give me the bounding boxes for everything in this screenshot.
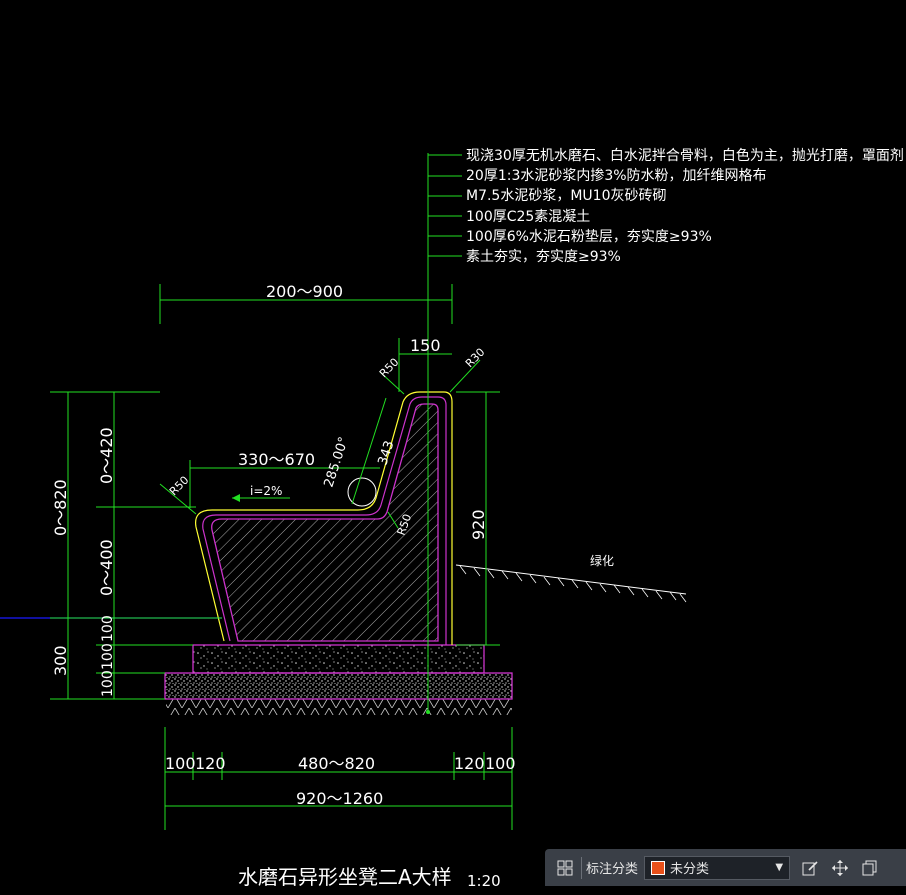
dim-left-base: 300 [51,645,70,676]
soil-hatch [166,699,512,715]
green-label: 绿化 [590,553,614,568]
copy-icon[interactable] [858,856,882,880]
chevron-down-icon: ▼ [775,862,784,873]
annotation-toolbar: 标注分类 未分类 ▼ [545,849,906,886]
move-icon[interactable] [828,856,852,880]
dim-left-100-c: 100 [100,670,116,697]
dim-bottom-mid: 480～820 [298,754,375,773]
dim-left-100-b: 100 [100,643,116,670]
dim-back-slant: 343 [376,439,398,467]
gravel-bed [164,672,513,700]
dim-right-height: 920 [469,509,488,540]
layer-note-5: 100厚6%水泥石粉垫层，夯实度≥93% [466,229,712,245]
radius-label-3: R50 [167,474,191,498]
drawing-title: 水磨石异形坐凳二A大样 [238,865,452,889]
layer-note-6: 素土夯实，夯实度≥93% [466,249,621,265]
dim-bottom-100-left: 100 [165,754,196,773]
drawing-scale: 1:20 [467,872,501,890]
radius-label-2: R30 [463,346,487,370]
dim-bottom-120-right: 120 [454,754,485,773]
category-select[interactable]: 未分类 ▼ [644,855,791,880]
angle-arc [347,477,377,507]
green-slope [455,564,687,595]
group-icon[interactable] [553,856,577,880]
dim-bottom-120-left: 120 [195,754,226,773]
category-value: 未分类 [670,862,710,877]
finish-outline [194,391,453,645]
radius-label-1: R50 [377,356,401,380]
leader-ticks [428,154,462,257]
dim-left-lower: 0～400 [97,539,116,596]
concrete-footing [192,644,485,674]
category-label: 标注分类 [586,862,639,877]
dim-seat-depth: 330～670 [238,450,315,469]
slope-arrow [232,494,240,502]
category-swatch [651,860,666,875]
layer-note-1: 现浇30厚无机水磨石、白水泥拌合骨料，白色为主，抛光打磨，罩面剂 [466,147,904,164]
green-slope-ticks [459,565,687,603]
toolbar-separator [581,856,582,879]
dim-top-width: 200～900 [266,282,343,301]
dim-bottom-100-right: 100 [485,754,516,773]
layer-note-4: 100厚C25素混凝土 [466,209,590,225]
leader-dot [426,710,430,714]
dim-left-100-a: 100 [100,615,116,642]
dim-angle: 285.00° [322,435,352,489]
seat-body [211,403,439,642]
layer-note-2: 20厚1:3水泥砂浆内掺3%防水粉，加纤维网格布 [466,167,767,184]
layer-note-3: M7.5水泥砂浆，MU10灰砂砖砌 [466,188,666,204]
mortar-outline [202,396,447,645]
dim-total-width: 920～1260 [296,789,383,808]
edit-icon[interactable] [798,856,822,880]
dim-back-thickness: 150 [410,336,441,355]
dim-left-upper: 0～420 [97,427,116,484]
layer-notes: 现浇30厚无机水磨石、白水泥拌合骨料，白色为主，抛光打磨，罩面剂 20厚1:3水… [466,147,904,265]
slope-label: i=2% [250,484,282,498]
dim-left-total: 0～820 [51,479,70,536]
